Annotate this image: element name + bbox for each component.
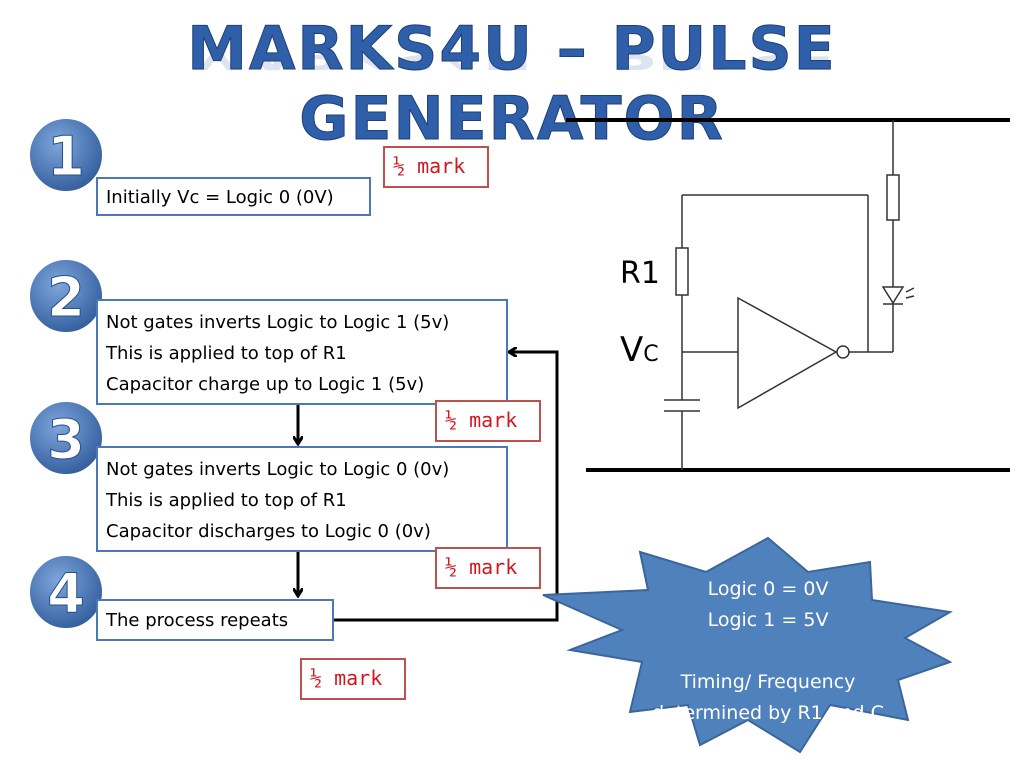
r1-resistor [675,247,689,296]
circuit-diagram [566,118,1010,472]
step-circle-1: 1 [26,115,106,195]
vc-label: VC [620,330,659,370]
r1-label: R1 [620,256,660,291]
step-2-line-1: Not gates inverts Logic to Logic 1 (5v) [106,312,450,333]
starburst-text: Logic 0 = 0V Logic 1 = 5V Timing/ Freque… [598,574,938,729]
vc-label-subscript: C [643,342,659,367]
not-gate-bubble [836,345,850,359]
step-3-line-1: Not gates inverts Logic to Logic 0 (0v) [106,459,450,480]
step-number-2: 2 [47,266,85,329]
step-box-4: The process repeats [96,599,334,641]
led-resistor [886,174,900,221]
vc-label-main: V [620,330,644,370]
half-mark-badge-3: ½ mark [435,547,541,589]
step-circle-3: 3 [26,398,106,478]
starburst-line-5: determined by R1 and C [652,702,884,724]
step-4-line-1: The process repeats [106,610,289,631]
info-starburst [542,536,953,754]
half-mark-badge-1: ½ mark [383,146,489,188]
step-2-line-3: Capacitor charge up to Logic 1 (5v) [106,374,425,395]
arrow-repeat-loop [334,352,559,622]
half-mark-badge-4: ½ mark [300,658,406,700]
starburst-line-2: Logic 1 = 5V [707,609,829,631]
step-box-1: Initially Vc = Logic 0 (0V) [96,177,371,216]
starburst-line-4: Timing/ Frequency [680,671,856,693]
step-1-line-1: Initially Vc = Logic 0 (0V) [106,187,334,208]
step-number-4: 4 [47,562,85,625]
led-icon [881,286,905,305]
step-box-3: Not gates inverts Logic to Logic 0 (0v) … [96,446,508,552]
step-circle-4: 4 [26,552,106,632]
starburst-line-3 [598,636,938,667]
step-3-line-2: This is applied to top of R1 [106,490,347,511]
step-circle-2: 2 [26,256,106,336]
starburst-line-1: Logic 0 = 0V [707,578,829,600]
step-3-line-3: Capacitor discharges to Logic 0 (0v) [106,521,431,542]
step-2-line-2: This is applied to top of R1 [106,343,347,364]
step-number-3: 3 [47,408,85,471]
not-gate [737,296,838,410]
half-mark-badge-2: ½ mark [435,400,541,442]
step-box-2: Not gates inverts Logic to Logic 1 (5v) … [96,299,508,405]
step-number-1: 1 [47,125,85,188]
